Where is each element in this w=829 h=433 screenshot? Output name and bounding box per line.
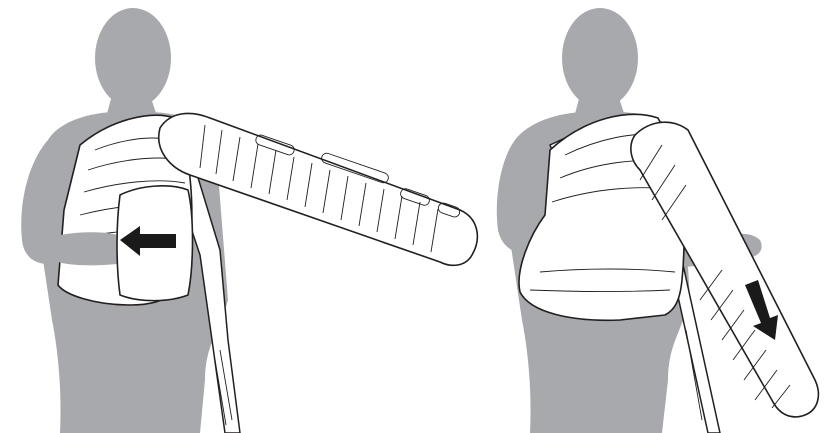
step-1-illustration bbox=[0, 0, 480, 433]
step-2-illustration bbox=[490, 0, 829, 433]
panel-step-2 bbox=[490, 0, 829, 433]
panel-step-1 bbox=[0, 0, 480, 433]
